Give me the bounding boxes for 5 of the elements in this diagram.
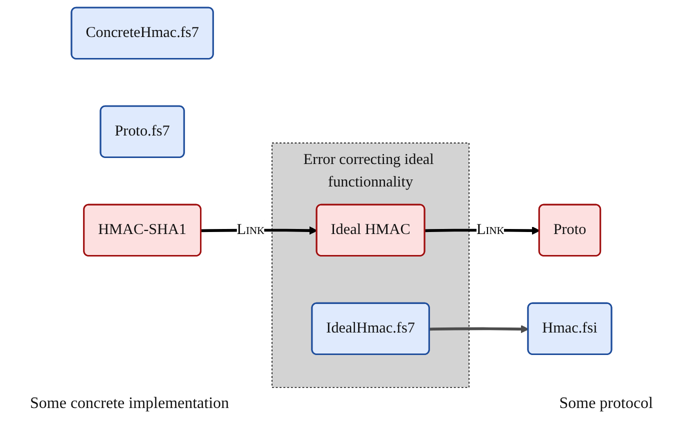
note-text: Some concrete implementation	[30, 395, 230, 413]
edge-label: Link	[476, 222, 504, 238]
edge-label: Link	[236, 222, 265, 238]
note-text: Some protocol	[559, 395, 653, 413]
arrow	[430, 324, 529, 334]
